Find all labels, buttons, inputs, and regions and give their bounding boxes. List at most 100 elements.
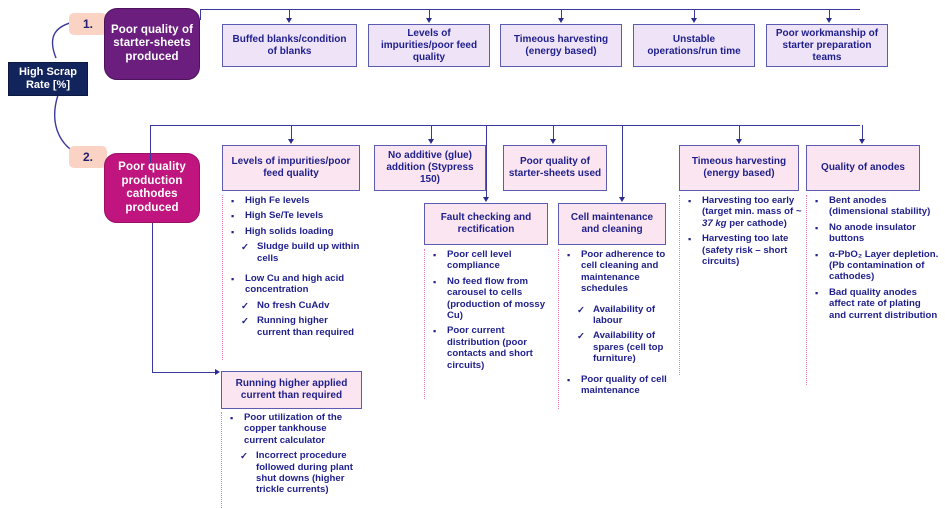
square-bullet-icon: ▪ bbox=[688, 196, 692, 206]
branch-2-node: Poor quality production cathodes produce… bbox=[104, 153, 200, 223]
square-bullet-icon: ▪ bbox=[567, 250, 571, 260]
arrowhead-b2-sub-fault bbox=[483, 197, 489, 202]
cat-title: Fault checking and rectification bbox=[440, 212, 532, 235]
list-cell-maintenance: ▪Poor adherence to cell cleaning and mai… bbox=[558, 249, 670, 409]
branch-1-number-badge: 1. bbox=[69, 13, 107, 35]
branch-1-bus-line bbox=[200, 9, 860, 11]
cat-box-buffed-blanks: Buffed blanks/condition of blanks bbox=[222, 24, 357, 67]
arrowhead-b1-c3 bbox=[558, 18, 564, 23]
square-bullet-icon: ▪ bbox=[688, 234, 692, 245]
root-node-high-scrap-rate: High Scrap Rate [%] bbox=[8, 62, 88, 96]
cat-box-fault-checking: Fault checking and rectification bbox=[424, 203, 548, 245]
list-item: ▪Harvesting too late (safety risk – shor… bbox=[688, 233, 789, 268]
root-node-label: High Scrap Rate [%] bbox=[18, 66, 78, 91]
drop-b1-c1 bbox=[289, 9, 291, 18]
list-item: ✓Running higher current than required bbox=[241, 315, 355, 338]
cat-box-timeous-harvesting-2: Timeous harvesting (energy based) bbox=[679, 145, 799, 191]
cat-box-unstable-operations: Unstable operations/run time bbox=[633, 24, 755, 67]
list-item: ✓No fresh CuAdv bbox=[241, 299, 330, 312]
arrowhead-b2-c2 bbox=[428, 139, 434, 144]
cat-title: Buffed blanks/condition of blanks bbox=[232, 33, 347, 57]
list-item: ▪Poor utilization of the copper tankhous… bbox=[230, 412, 343, 446]
elbow-horiz-running-current bbox=[152, 372, 215, 374]
cat-title: Levels of impurities/poor feed quality bbox=[380, 27, 478, 63]
arrowhead-b2-c3 bbox=[550, 139, 556, 144]
square-bullet-icon: ▪ bbox=[230, 413, 234, 423]
drop-b2-sub-cell bbox=[622, 125, 624, 197]
cat-box-running-higher-current: Running higher applied current than requ… bbox=[221, 371, 362, 409]
list-item: ▪High Fe levels bbox=[231, 195, 310, 206]
cat-title: Timeous harvesting (energy based) bbox=[513, 33, 609, 57]
list-item: ✓Availability of spares (cell top furnit… bbox=[577, 330, 664, 365]
list-item: ▪Poor current distribution (poor contact… bbox=[433, 325, 533, 371]
square-bullet-icon: ▪ bbox=[231, 274, 235, 285]
branch-1-node: Poor quality of starter-sheets produced bbox=[104, 8, 200, 80]
list-item: ▪Harvesting too early (target min. mass … bbox=[688, 195, 802, 229]
cat-title: No additive (glue) addition (Stypress 15… bbox=[386, 150, 474, 185]
square-bullet-icon: ▪ bbox=[815, 196, 819, 206]
square-bullet-icon: ▪ bbox=[815, 287, 819, 298]
check-icon: ✓ bbox=[241, 300, 249, 312]
drop-b1-c2 bbox=[429, 9, 431, 18]
branch-2-number: 2. bbox=[82, 150, 93, 164]
drop-b2-c3 bbox=[553, 125, 555, 139]
cat-title: Poor quality of starter-sheets used bbox=[508, 156, 602, 179]
check-icon: ✓ bbox=[241, 316, 249, 328]
arrowhead-b1-c2 bbox=[426, 18, 432, 23]
cat-box-poor-workmanship: Poor workmanship of starter preparation … bbox=[766, 24, 888, 67]
list-item: ▪Poor quality of cell maintenance bbox=[567, 373, 667, 397]
list-item: ✓Sludge build up within cells bbox=[241, 241, 360, 264]
drop-b2-sub-fault bbox=[486, 125, 488, 197]
square-bullet-icon: ▪ bbox=[433, 276, 437, 287]
list-levels-impurities-2: ▪High Fe levels ▪High Se/Te levels ▪High… bbox=[222, 195, 360, 360]
cat-title: Poor workmanship of starter preparation … bbox=[775, 27, 879, 63]
list-fault-checking: ▪Poor cell level compliance ▪No feed flo… bbox=[424, 249, 548, 399]
cat-title: Running higher applied current than requ… bbox=[235, 378, 348, 401]
check-icon: ✓ bbox=[577, 304, 585, 316]
cat-box-cell-maintenance: Cell maintenance and cleaning bbox=[558, 203, 666, 245]
cat-box-quality-of-anodes: Quality of anodes bbox=[806, 145, 920, 191]
square-bullet-icon: ▪ bbox=[815, 222, 819, 233]
list-item: ✓Incorrect procedure followed during pla… bbox=[240, 450, 353, 496]
branch-2-label: Poor quality production cathodes produce… bbox=[118, 161, 186, 214]
arrowhead-b1-c1 bbox=[286, 18, 292, 23]
drop-b2-c4 bbox=[739, 125, 741, 139]
drop-b2-c1 bbox=[291, 125, 293, 139]
list-item: ▪High solids loading bbox=[231, 225, 334, 237]
cat-title: Timeous harvesting (energy based) bbox=[691, 156, 787, 179]
cat-title: Cell maintenance and cleaning bbox=[570, 212, 654, 235]
cat-box-no-additive: No additive (glue) addition (Stypress 15… bbox=[374, 145, 486, 191]
list-item: ▪Poor adherence to cell cleaning and mai… bbox=[567, 249, 666, 295]
arrowhead-b2-c1 bbox=[288, 139, 294, 144]
list-quality-of-anodes: ▪Bent anodes (dimensional stability) ▪No… bbox=[806, 195, 939, 385]
drop-b2-c2 bbox=[431, 125, 433, 139]
list-item: ▪No anode insulator buttons bbox=[815, 221, 916, 245]
branch-1-number: 1. bbox=[82, 17, 93, 31]
branch-1-bus-stub bbox=[200, 9, 202, 20]
square-bullet-icon: ▪ bbox=[231, 211, 235, 222]
elbow-vert-running-current bbox=[152, 223, 154, 373]
square-bullet-icon: ▪ bbox=[231, 196, 235, 206]
check-icon: ✓ bbox=[577, 331, 585, 343]
drop-b1-c4 bbox=[694, 9, 696, 18]
arrowhead-b2-sub-cell bbox=[619, 197, 625, 202]
list-item: ▪Low Cu and high acid concentration bbox=[231, 273, 345, 296]
cat-box-timeous-harvesting-1: Timeous harvesting (energy based) bbox=[500, 24, 622, 67]
branch-1-label: Poor quality of starter-sheets produced bbox=[111, 23, 193, 63]
square-bullet-icon: ▪ bbox=[567, 374, 571, 385]
square-bullet-icon: ▪ bbox=[433, 326, 437, 337]
arrowhead-b2-c4 bbox=[736, 139, 742, 144]
list-item: ▪Poor cell level compliance bbox=[433, 249, 512, 272]
cat-title: Quality of anodes bbox=[821, 162, 905, 173]
branch-2-bus-riser bbox=[150, 125, 152, 163]
arrowhead-b2-c5 bbox=[859, 139, 865, 144]
drop-b2-c5 bbox=[862, 125, 864, 139]
list-item: ▪Bad quality anodes affect rate of plati… bbox=[815, 286, 938, 321]
branch-2-number-badge: 2. bbox=[69, 146, 107, 168]
square-bullet-icon: ▪ bbox=[433, 250, 437, 260]
list-item: ▪High Se/Te levels bbox=[231, 210, 324, 222]
list-item: ✓Availability of labour bbox=[577, 303, 656, 327]
list-timeous-harvesting-2: ▪Harvesting too early (target min. mass … bbox=[679, 195, 803, 375]
drop-b1-c3 bbox=[561, 9, 563, 18]
